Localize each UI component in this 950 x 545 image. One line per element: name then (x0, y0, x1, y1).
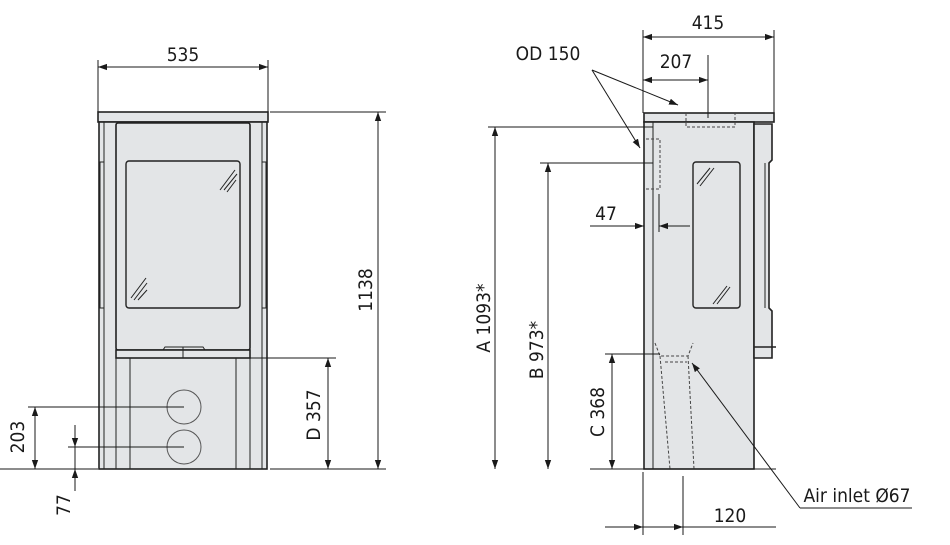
top-flue-hidden (685, 113, 736, 128)
air-inlet-duct-hidden (654, 342, 695, 470)
flue-offset-label: 207 (660, 51, 693, 73)
a-dimension-label: A 1093* (473, 283, 495, 353)
top-plate-side (643, 112, 775, 123)
inlet-upper-label: 203 (7, 421, 29, 454)
side-slot-left (99, 161, 105, 309)
c-dimension-label: C 368 (587, 387, 609, 437)
rear-offset-label: 47 (595, 203, 617, 225)
height-label: 1138 (355, 268, 377, 312)
side-slot-right (261, 161, 267, 309)
top-plate (97, 111, 269, 123)
side-window (692, 161, 741, 309)
front-view: 535 1138 D 357 203 77 (0, 44, 386, 516)
inlet-lower-label: 77 (53, 494, 75, 516)
air-inlet-offset-label: 120 (714, 505, 747, 527)
flue-diameter-label: OD 150 (516, 43, 581, 65)
width-label: 535 (167, 44, 200, 66)
door-glass (125, 160, 241, 309)
glass-reflection-icon (130, 169, 238, 301)
b-dimension-label: B 973* (526, 320, 548, 379)
air-inlet-label: Air inlet Ø67 (803, 485, 910, 507)
rear-flue-hidden (646, 138, 661, 190)
depth-label: 415 (692, 12, 725, 34)
glass-reflection-icon (696, 167, 731, 305)
door-side-profile (753, 123, 773, 359)
d-dimension-label: D 357 (303, 389, 325, 440)
side-view: 415 207 OD 150 A 1093* B 973* C 368 47 1… (473, 12, 912, 535)
